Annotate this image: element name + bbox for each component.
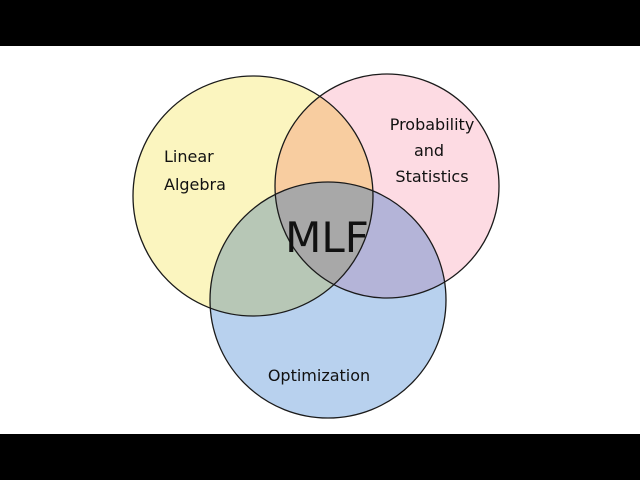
- center-label: MLF: [285, 213, 369, 262]
- linear-algebra-label-line2: Algebra: [164, 175, 226, 194]
- linear-algebra-label-line1: Linear: [164, 147, 214, 166]
- optimization-outline: [209, 181, 447, 419]
- letterbox-top: [0, 0, 640, 46]
- probability-statistics-outline: [274, 73, 500, 299]
- overlap-probability-optimization: [275, 182, 446, 298]
- linear-algebra-outline: [132, 75, 374, 317]
- letterbox-bottom: [0, 434, 640, 480]
- optimization-label: Optimization: [268, 366, 370, 385]
- probability-statistics-label-line1: Probability: [390, 115, 475, 134]
- probability-statistics-label-line2: and: [414, 141, 444, 160]
- probability-statistics-label-line3: Statistics: [395, 167, 468, 186]
